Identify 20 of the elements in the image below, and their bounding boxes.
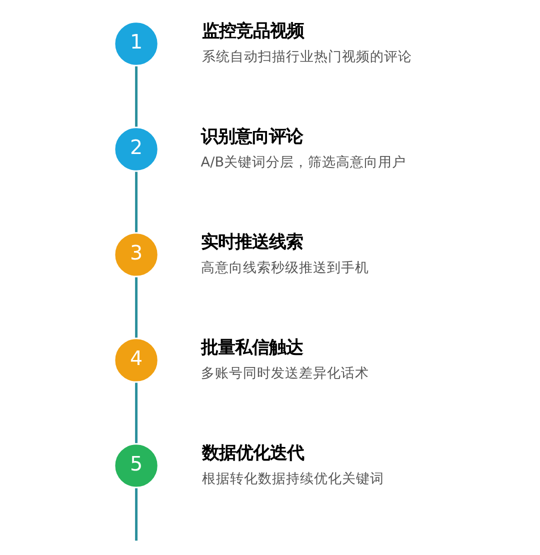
node-label: 识别意向评论 — [200, 127, 303, 148]
node-label: 监控竞品视频 — [202, 22, 304, 42]
node-label: 实时推送线索 — [200, 232, 303, 253]
node-label: 系统自动扫描行业热门视频的评论 — [202, 48, 412, 65]
node-circle: 3 — [112, 231, 160, 278]
node-label: 根据转化数据持续优化关键词 — [202, 470, 384, 487]
node-label: A/B关键词分层，筛选高意向用户 — [200, 154, 406, 170]
node-label: 多账号同时发送差异化话术 — [200, 365, 369, 382]
node-circle: 1 — [112, 20, 160, 68]
connector — [135, 382, 138, 444]
node-circle: 5 — [112, 442, 160, 490]
node-label: 高意向线索秒级推送到手机 — [200, 260, 369, 276]
node-circle: 4 — [112, 336, 160, 384]
connector — [135, 277, 138, 338]
connector — [135, 488, 138, 541]
connector — [135, 66, 138, 127]
node-label: 批量私信触达 — [200, 338, 303, 358]
node-label: 数据优化迭代 — [202, 443, 304, 464]
node-circle: 2 — [112, 126, 160, 173]
connector — [135, 172, 138, 232]
